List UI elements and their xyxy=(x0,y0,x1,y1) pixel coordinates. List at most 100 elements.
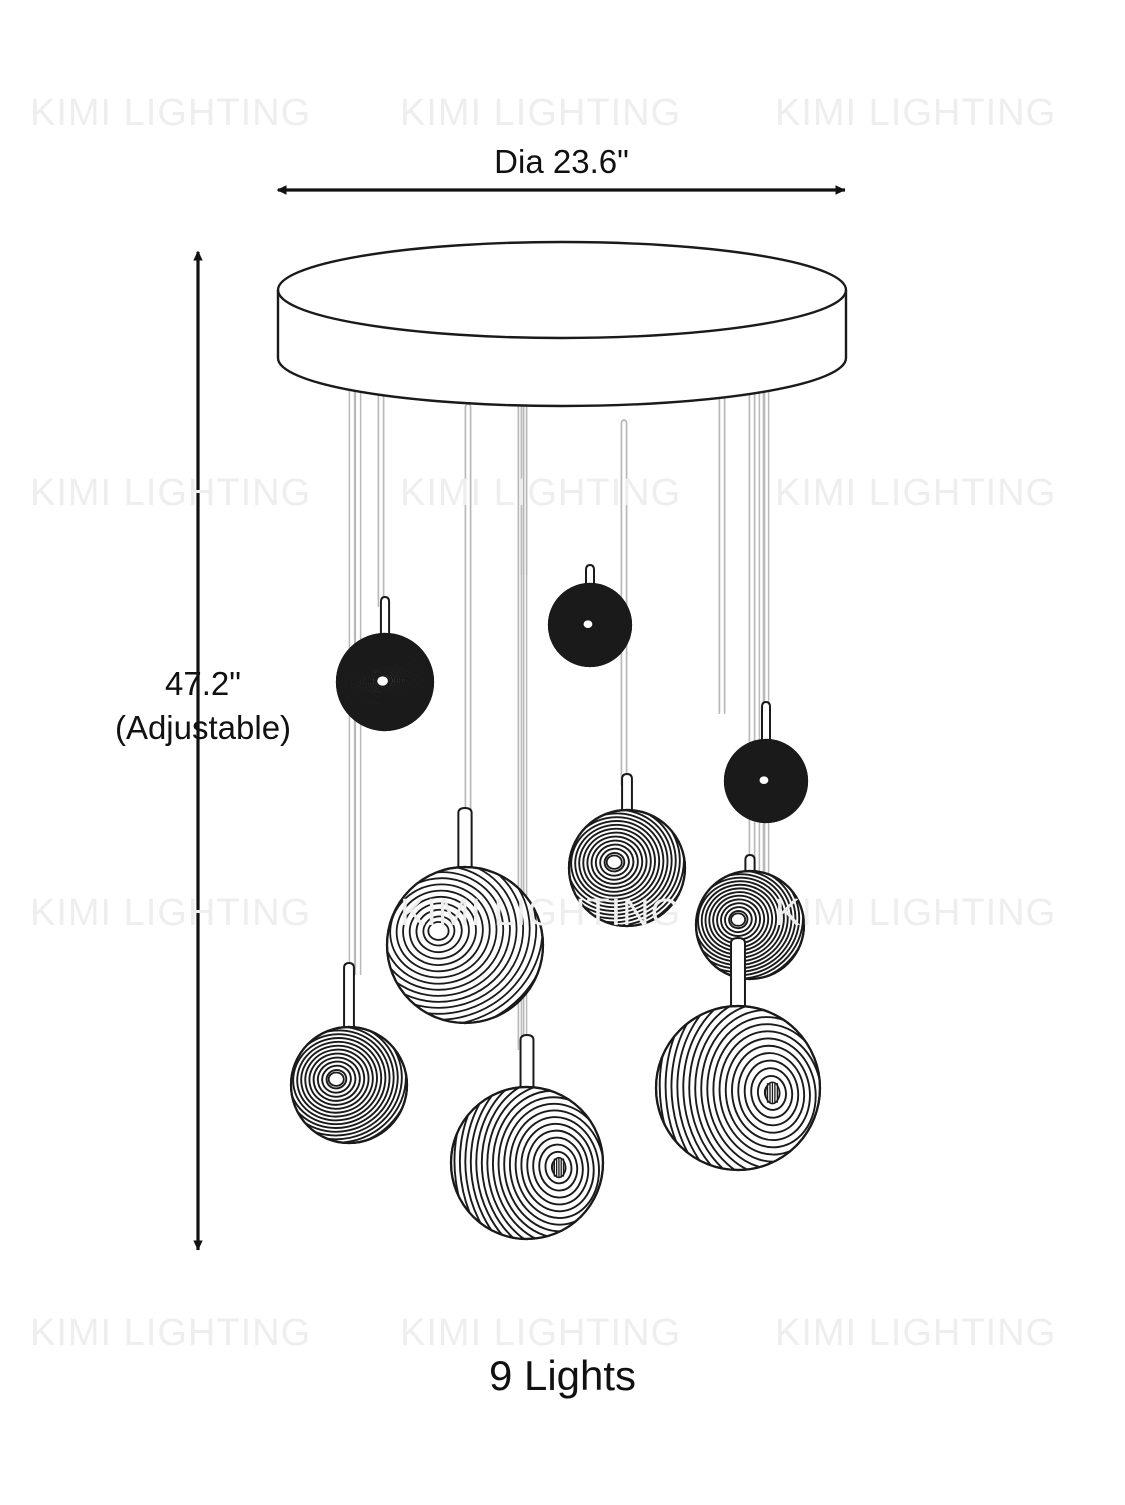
globe-ring xyxy=(569,810,681,924)
globe-ring xyxy=(737,1052,806,1134)
diameter-label-text: Dia 23.6" xyxy=(494,143,629,180)
globe-pendant-8 xyxy=(654,936,822,1172)
globe-ring xyxy=(408,902,470,960)
globe-pendants-group xyxy=(289,563,822,1241)
globe-ring xyxy=(570,820,661,905)
globe-ring xyxy=(740,758,788,802)
globe-ring xyxy=(453,1087,603,1239)
globe-ring xyxy=(755,772,773,789)
globe-outline-overlay xyxy=(547,582,633,668)
globe-pendant-7 xyxy=(289,961,409,1145)
globe-core xyxy=(730,912,747,927)
globe-ring xyxy=(734,752,794,808)
globe-ring xyxy=(316,1060,357,1098)
globe-ring xyxy=(365,664,400,698)
globe-ring xyxy=(469,1087,603,1239)
globe-ring xyxy=(750,1067,794,1119)
globe-ring xyxy=(325,1069,348,1090)
globe-outline-overlay xyxy=(449,1085,605,1241)
globe-stem xyxy=(519,1033,535,1099)
globe-ring xyxy=(339,640,427,722)
globe-ring xyxy=(520,1122,595,1213)
globe-ring xyxy=(389,883,491,979)
globe-ring xyxy=(353,653,413,709)
globe-ring xyxy=(300,1044,374,1114)
globe-ring xyxy=(718,1030,820,1156)
canopy-body-fill xyxy=(278,290,846,406)
globe-ring xyxy=(337,634,433,730)
globe-core xyxy=(375,674,390,688)
globe-stem xyxy=(343,961,355,1037)
globe-stem xyxy=(457,806,473,879)
globe-ring xyxy=(747,764,782,797)
globe-ring xyxy=(532,1136,584,1199)
globe-ring-texture xyxy=(656,1006,820,1170)
globe-ring xyxy=(725,740,807,822)
globe-ring xyxy=(753,770,775,791)
globe-ring xyxy=(696,871,801,977)
globe-ring xyxy=(346,646,420,716)
height-label-note: (Adjustable) xyxy=(114,709,292,747)
globe-ring xyxy=(341,642,424,720)
globe-stem xyxy=(379,595,391,642)
globe-core xyxy=(757,774,771,786)
globe-stem xyxy=(730,936,746,1019)
globe-ring xyxy=(292,1037,383,1122)
canopy-bottom-rim xyxy=(276,357,848,408)
globe-ring xyxy=(742,760,786,801)
globe-ring xyxy=(308,1052,366,1106)
globe-ring xyxy=(578,827,652,897)
globe-ring xyxy=(720,902,757,937)
globe-ring xyxy=(544,1150,573,1185)
globe-pendant-9 xyxy=(449,1033,605,1241)
globe-ring xyxy=(749,766,779,795)
globe-ring xyxy=(732,750,796,810)
globe-ring xyxy=(575,612,601,637)
globe-ring xyxy=(676,1006,820,1170)
globe-core xyxy=(581,618,595,630)
globe-ring xyxy=(291,1033,387,1126)
globe-ring xyxy=(696,871,797,973)
globe-ring xyxy=(728,910,749,930)
globe-ring xyxy=(725,741,806,819)
globe-ring xyxy=(731,1044,811,1142)
globe-ring xyxy=(304,1048,370,1110)
cord-line xyxy=(464,403,472,820)
globe-ring xyxy=(603,852,626,873)
globe-ring xyxy=(696,876,785,963)
globe-ring xyxy=(549,587,628,661)
globe-ring xyxy=(372,671,393,691)
globe-ring xyxy=(569,810,677,920)
globe-ring xyxy=(736,754,792,806)
globe-pendant-1 xyxy=(335,595,435,732)
globe-ring xyxy=(358,658,408,705)
globe-stem xyxy=(621,772,633,820)
globe-outline-overlay xyxy=(567,808,687,928)
globe-ring xyxy=(664,1006,820,1170)
globe-ring xyxy=(744,762,784,799)
globe-ring xyxy=(582,831,648,893)
globe-ring xyxy=(751,768,777,793)
globe-ring xyxy=(688,1006,820,1170)
globe-ring xyxy=(549,585,630,663)
globe-ring xyxy=(586,835,644,889)
globe-ring xyxy=(422,915,456,947)
globe-ring xyxy=(387,867,525,1009)
globe-ring xyxy=(553,591,624,658)
globe-ring xyxy=(729,747,800,814)
globe-core xyxy=(327,1071,345,1087)
globe-ring xyxy=(560,598,616,650)
globe-ring xyxy=(337,638,429,724)
globe-ring xyxy=(743,1059,800,1127)
globe-pendant-2 xyxy=(547,563,633,668)
globe-ring xyxy=(725,743,804,817)
globe-ring xyxy=(558,596,618,652)
diameter-label: Dia 23.6" xyxy=(0,143,1125,181)
globe-ring xyxy=(551,589,626,659)
globe-ring xyxy=(355,655,410,707)
globe-ring xyxy=(312,1056,361,1102)
globe-ring xyxy=(464,1087,603,1239)
globe-ring xyxy=(475,1087,603,1239)
globe-ring xyxy=(700,1009,820,1170)
